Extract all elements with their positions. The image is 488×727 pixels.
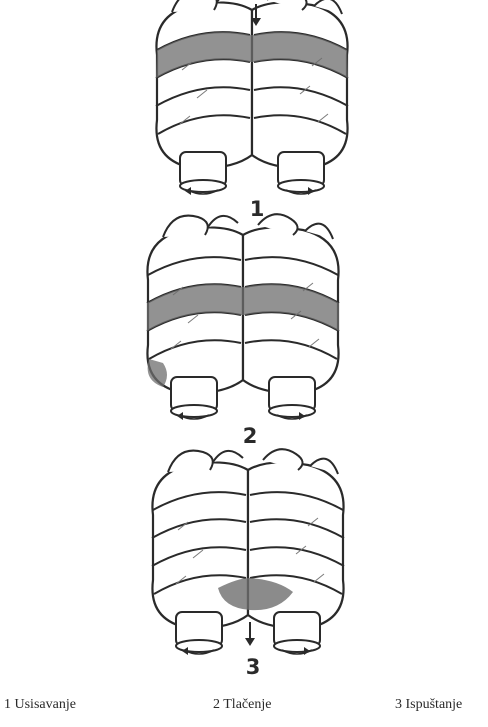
stage-number-3: 3 xyxy=(233,655,273,679)
rotor-pair-stage-2 xyxy=(147,214,339,419)
stage-number-1: 1 xyxy=(237,197,277,221)
outlet-arrow xyxy=(245,622,255,646)
rotor-pair-stage-3 xyxy=(152,449,344,654)
caption-suction: 1 Usisavanje xyxy=(4,697,76,713)
rotor-pair-stage-1 xyxy=(156,0,348,194)
caption-compression: 2 Tlačenje xyxy=(213,697,271,713)
stage-number-2: 2 xyxy=(230,424,270,448)
caption-discharge: 3 Ispuštanje xyxy=(395,697,462,713)
